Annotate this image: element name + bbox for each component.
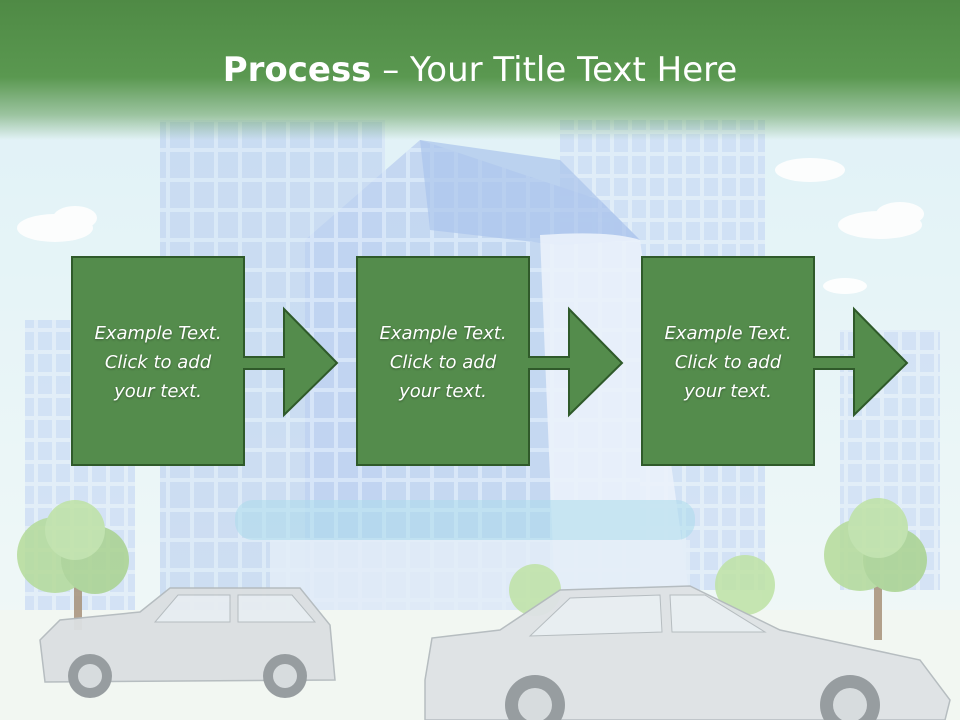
step-2-text: Example Text. Click to add your text. xyxy=(379,322,507,402)
step-1-arrow-shape xyxy=(71,256,339,466)
process-step-1[interactable]: Example Text. Click to add your text. xyxy=(71,256,417,467)
slide-title-rest: – Your Title Text Here xyxy=(371,50,738,90)
process-step-3[interactable]: Example Text. Click to add your text. xyxy=(641,256,960,467)
step-1-text-box[interactable]: Example Text. Click to add your text. xyxy=(72,257,244,467)
step-2-arrow-shape xyxy=(356,256,624,466)
title-bar xyxy=(0,0,960,140)
step-1-text: Example Text. Click to add your text. xyxy=(94,322,222,402)
step-3-text-box[interactable]: Example Text. Click to add your text. xyxy=(642,257,814,467)
slide-title[interactable]: Process – Your Title Text Here xyxy=(0,50,960,90)
process-step-2[interactable]: Example Text. Click to add your text. xyxy=(356,256,702,467)
step-3-text: Example Text. Click to add your text. xyxy=(664,322,792,402)
step-2-text-box[interactable]: Example Text. Click to add your text. xyxy=(357,257,529,467)
step-3-arrow-shape xyxy=(641,256,909,466)
slide-title-bold: Process xyxy=(222,50,372,90)
